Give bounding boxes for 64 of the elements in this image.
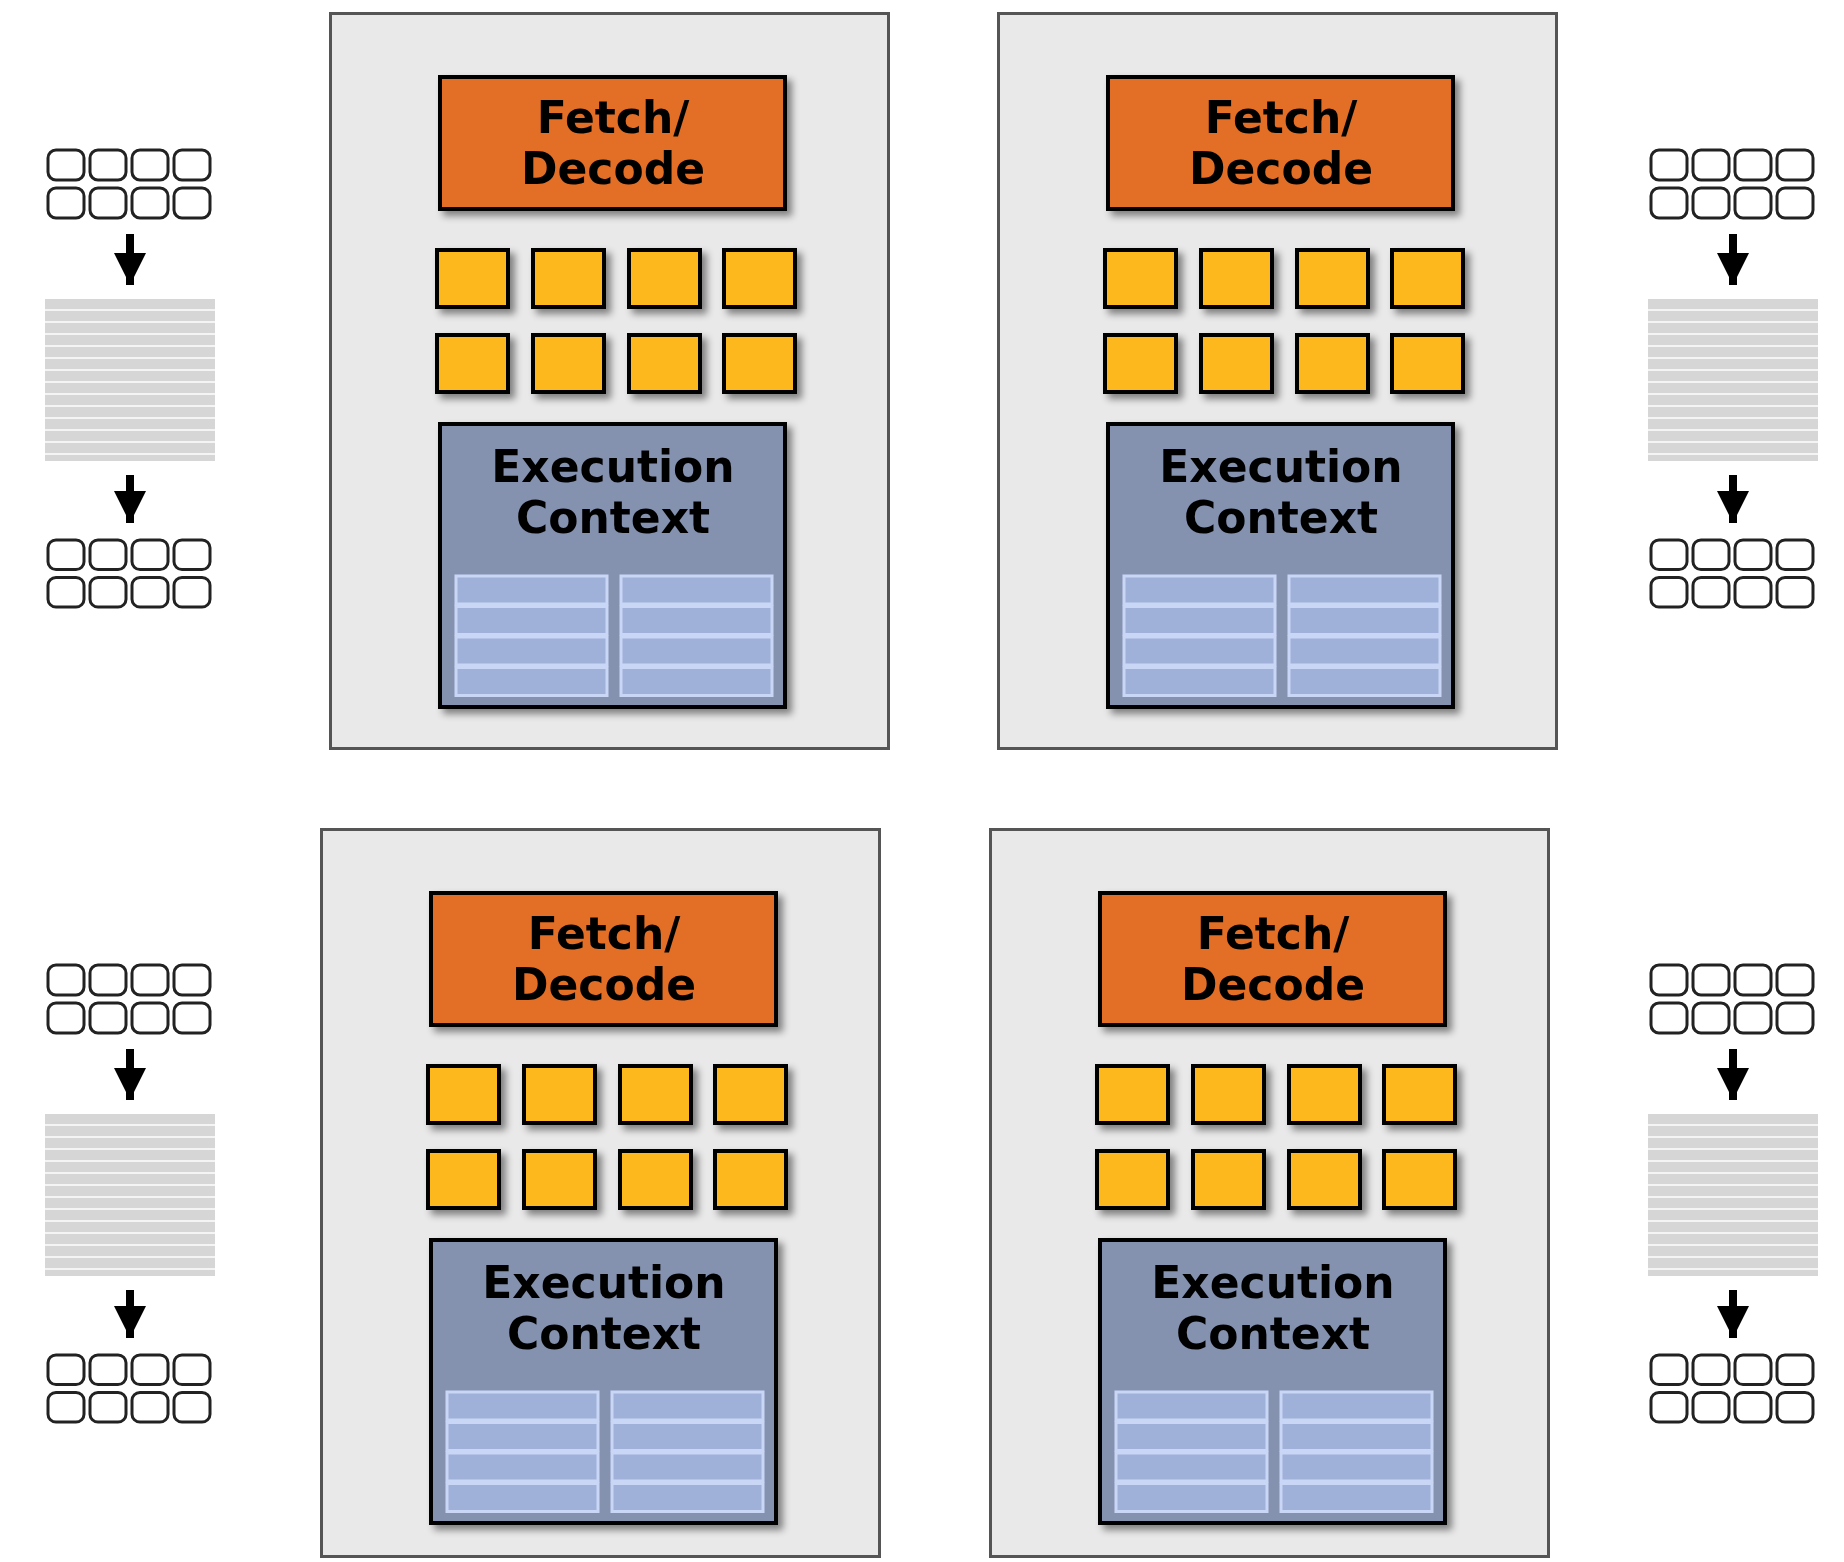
instruction-stream bbox=[45, 299, 215, 461]
execution-context-label: Execution Context bbox=[1150, 1258, 1396, 1360]
alu-box bbox=[713, 1149, 788, 1210]
fetch-decode-label: Fetch/ Decode bbox=[1188, 93, 1374, 195]
alu-box bbox=[1295, 248, 1370, 309]
core-panel bbox=[989, 828, 1550, 1558]
alu-box bbox=[713, 1064, 788, 1125]
alu-box bbox=[531, 248, 606, 309]
data-block-icon bbox=[1648, 962, 1818, 1035]
alu-box bbox=[426, 1064, 501, 1125]
alu-box bbox=[426, 1149, 501, 1210]
alu-box bbox=[435, 333, 510, 394]
alu-box bbox=[1095, 1149, 1170, 1210]
alu-box bbox=[1287, 1064, 1362, 1125]
execution-context-label: Execution Context bbox=[481, 1258, 727, 1360]
alu-box bbox=[1287, 1149, 1362, 1210]
instruction-stream bbox=[1648, 1114, 1818, 1276]
alu-box bbox=[618, 1149, 693, 1210]
core-panel bbox=[320, 828, 881, 1558]
alu-box bbox=[1103, 333, 1178, 394]
execution-context-label: Execution Context bbox=[490, 442, 736, 544]
fetch-decode-label: Fetch/ Decode bbox=[1180, 909, 1366, 1011]
alu-box bbox=[435, 248, 510, 309]
alu-box bbox=[1382, 1149, 1457, 1210]
data-block-icon bbox=[45, 962, 215, 1035]
alu-box bbox=[722, 248, 797, 309]
execution-context-box bbox=[1098, 1238, 1447, 1525]
data-block-icon bbox=[1648, 1352, 1818, 1424]
alu-box bbox=[522, 1149, 597, 1210]
data-block-icon bbox=[1648, 147, 1818, 220]
execution-context-box bbox=[1106, 422, 1455, 709]
data-block-icon bbox=[1648, 537, 1818, 609]
alu-box bbox=[531, 333, 606, 394]
instruction-stream bbox=[45, 1114, 215, 1276]
alu-box bbox=[1095, 1064, 1170, 1125]
alu-box bbox=[1295, 333, 1370, 394]
alu-box bbox=[1199, 333, 1274, 394]
alu-box bbox=[627, 248, 702, 309]
alu-box bbox=[522, 1064, 597, 1125]
alu-box bbox=[1191, 1149, 1266, 1210]
fetch-decode-label: Fetch/ Decode bbox=[520, 93, 706, 195]
alu-box bbox=[618, 1064, 693, 1125]
alu-box bbox=[1191, 1064, 1266, 1125]
alu-box bbox=[1390, 248, 1465, 309]
fetch-decode-label: Fetch/ Decode bbox=[511, 909, 697, 1011]
data-block-icon bbox=[45, 1352, 215, 1424]
execution-context-box bbox=[429, 1238, 778, 1525]
alu-box bbox=[1382, 1064, 1457, 1125]
alu-box bbox=[627, 333, 702, 394]
core-panel bbox=[997, 12, 1558, 750]
alu-box bbox=[1103, 248, 1178, 309]
core-panel bbox=[329, 12, 890, 750]
fetch-decode-box bbox=[429, 891, 778, 1027]
execution-context-box bbox=[438, 422, 787, 709]
data-block-icon bbox=[45, 537, 215, 609]
instruction-stream bbox=[1648, 299, 1818, 461]
alu-box bbox=[1199, 248, 1274, 309]
alu-box bbox=[722, 333, 797, 394]
fetch-decode-box bbox=[1106, 75, 1455, 211]
fetch-decode-box bbox=[1098, 891, 1447, 1027]
data-block-icon bbox=[45, 147, 215, 220]
fetch-decode-box bbox=[438, 75, 787, 211]
alu-box bbox=[1390, 333, 1465, 394]
execution-context-label: Execution Context bbox=[1158, 442, 1404, 544]
